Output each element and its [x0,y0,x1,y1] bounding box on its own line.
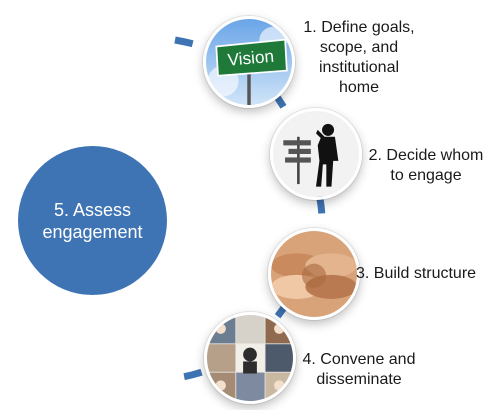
step-2-decide-photo [270,108,362,200]
step-1-vision-photo: Vision [203,16,295,108]
vision-sign-text: Vision [227,46,275,70]
vision-sign-icon: Vision [206,19,292,105]
step-4-convene-photo [204,312,296,404]
step-2-label: 2. Decide whom to engage [368,147,484,184]
assess-engagement-label: 5. Assess engagement [42,199,143,242]
step-1-label: 1. Define goals, scope, and institutiona… [303,19,415,96]
people-collage-icon [207,315,293,401]
step-4-label: 4. Convene and disseminate [302,351,416,388]
step-3-label: 3. Build structure [356,265,477,282]
step-3-build-photo [268,228,360,320]
linked-hands-icon [271,231,357,317]
assess-engagement-circle: 5. Assess engagement [18,146,167,295]
person-signpost-icon [273,111,359,197]
